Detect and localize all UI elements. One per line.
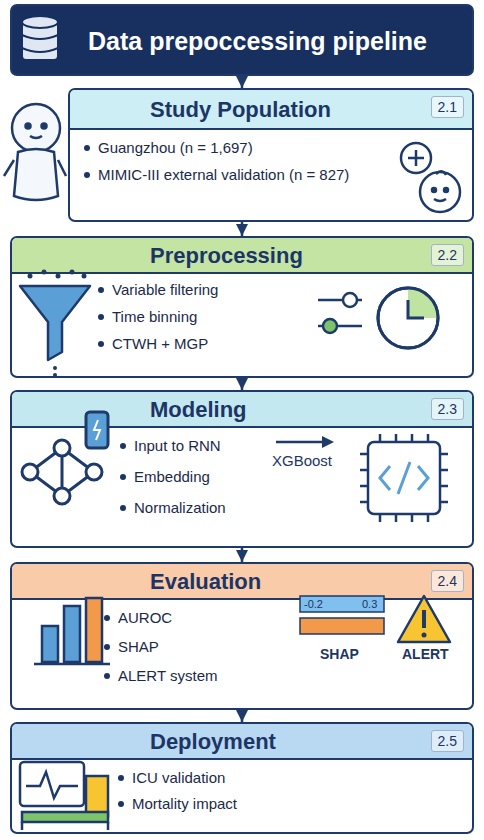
section-number: 2.1: [431, 96, 464, 118]
section-heading: Evaluation: [150, 569, 261, 595]
flow-arrow: [241, 76, 244, 88]
bullet-item: Embedding: [118, 467, 268, 486]
value-label: -0.2: [304, 598, 323, 610]
flow-arrow: [241, 222, 244, 236]
bullet-list: AUROC SHAP ALERT system: [102, 608, 282, 695]
icon-caption: ALERT: [402, 646, 449, 662]
section-box: Deployment 2.5ICU validationMortality imp…: [10, 722, 474, 834]
bullet-text: CTWH + MGP: [112, 335, 208, 352]
bullet-list: Input to RNN EmbeddingNormalization: [118, 436, 268, 529]
bullet-text: Mortality impact: [132, 795, 237, 812]
bullet-text: MIMIC-III external validation (n = 827): [98, 166, 349, 183]
bullet-dot: [104, 644, 110, 650]
bullet-item: SHAP: [102, 637, 282, 656]
flow-arrow: [241, 548, 244, 562]
bullet-text: Guangzhou (n = 1,697): [98, 139, 253, 156]
bullet-dot: [98, 314, 104, 320]
bullet-dot: [120, 474, 126, 480]
bullet-item: Input to RNN: [118, 436, 268, 455]
section-heading: Deployment: [150, 729, 276, 755]
bullet-dot: [84, 145, 90, 151]
section-box: Study Population 2.1Guangzhou (n = 1,697)…: [68, 88, 474, 222]
bullet-dot: [118, 775, 124, 781]
bullet-item: MIMIC-III external validation (n = 827): [82, 165, 352, 184]
bullet-list: Variable filteringTime binningCTWH + MGP: [96, 280, 296, 361]
bullet-text: Input to RNN: [134, 437, 221, 454]
bullet-item: ALERT system: [102, 666, 282, 685]
bullet-dot: [120, 505, 126, 511]
bullet-dot: [120, 443, 126, 449]
bullet-dot: [118, 801, 124, 807]
flow-arrow: [241, 710, 244, 722]
bullet-dot: [98, 341, 104, 347]
section-number: 2.3: [431, 398, 464, 420]
bullet-list: ICU validationMortality impact: [116, 768, 336, 820]
section-number: 2.4: [431, 570, 464, 592]
value-label: 0.3: [362, 598, 377, 610]
bullet-item: Time binning: [96, 307, 296, 326]
bullet-item: Mortality impact: [116, 794, 336, 813]
section-heading: Study Population: [150, 97, 331, 123]
bullet-item: Guangzhou (n = 1,697): [82, 138, 352, 157]
section-box: Evaluation 2.4AUROC SHAP ALERT system: [10, 562, 474, 710]
bullet-item: Normalization: [118, 498, 268, 517]
bullet-text: ALERT system: [118, 667, 217, 684]
model-label: XGBoost: [272, 452, 332, 469]
bullet-dot: [84, 172, 90, 178]
section-number: 2.2: [431, 244, 464, 266]
bullet-text: Normalization: [134, 499, 226, 516]
section-box: Modeling 2.3Input to RNN EmbeddingNormaliz…: [10, 390, 474, 548]
bullet-text: Embedding: [134, 468, 210, 485]
baby-figure: [4, 104, 66, 200]
section-number: 2.5: [431, 730, 464, 752]
section-heading: Data prepoccessing pipeline: [88, 27, 427, 56]
bullet-item: ICU validation: [116, 768, 336, 787]
flow-arrow: [241, 378, 244, 390]
section-box: Preprocessing 2.2Variable filteringTime b…: [10, 236, 474, 378]
bullet-text: SHAP: [118, 638, 159, 655]
bullet-text: Time binning: [112, 308, 197, 325]
bullet-item: AUROC: [102, 608, 282, 627]
bullet-text: Variable filtering: [112, 281, 218, 298]
bullet-item: CTWH + MGP: [96, 334, 296, 353]
section-heading: Preprocessing: [150, 243, 303, 269]
bullet-item: Variable filtering: [96, 280, 296, 299]
icon-caption: SHAP: [320, 646, 359, 662]
bullet-dot: [104, 673, 110, 679]
bullet-list: Guangzhou (n = 1,697) MIMIC-III external …: [82, 138, 352, 192]
section-heading: Modeling: [150, 397, 247, 423]
title-bar: Data prepoccessing pipeline: [10, 4, 474, 76]
bullet-dot: [98, 287, 104, 293]
bullet-text: ICU validation: [132, 769, 225, 786]
bullet-text: AUROC: [118, 609, 172, 626]
bullet-dot: [104, 615, 110, 621]
